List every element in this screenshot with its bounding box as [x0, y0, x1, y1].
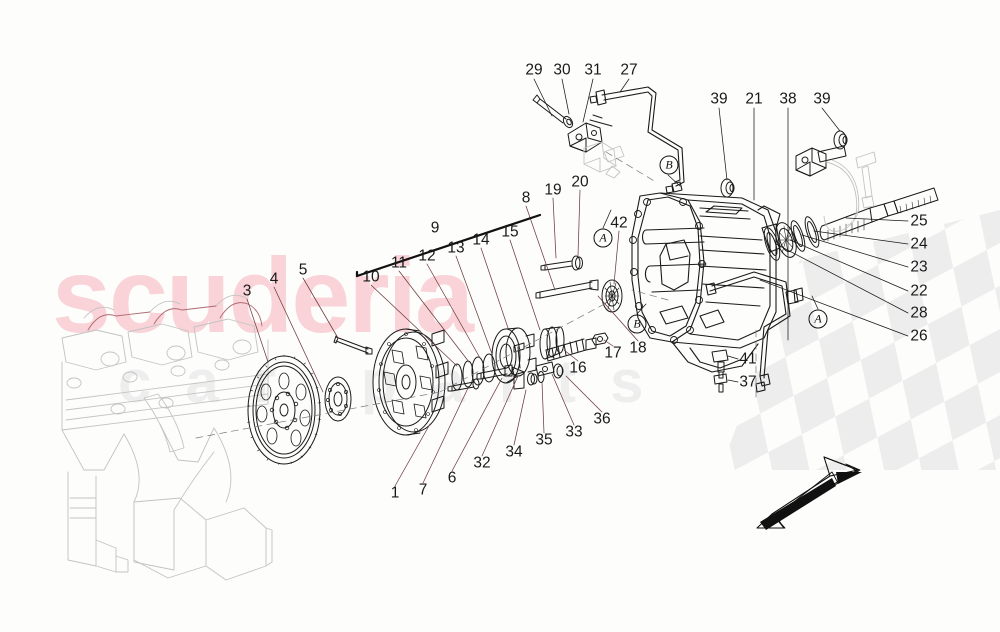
callout-number-9: 9 [430, 219, 440, 237]
engine-fuel-rails-ghost [87, 302, 263, 331]
leader-lines [246, 189, 639, 487]
callout-number-38: 38 [779, 90, 797, 108]
group-bracket-9 [355, 213, 542, 278]
callout-number-42: 42 [610, 214, 628, 232]
bushing-part-39-right [833, 130, 848, 150]
bolt-part-19 [540, 260, 573, 271]
callout-number-4: 4 [269, 270, 279, 288]
ring-part-13 [482, 353, 496, 383]
callout-number-26: 26 [910, 327, 928, 345]
forward-direction-arrow [756, 456, 862, 530]
reference-marker-a: A [808, 309, 828, 329]
flywheel-part-3 [247, 354, 321, 465]
callout-number-37: 37 [739, 373, 757, 391]
callout-number-14: 14 [472, 231, 490, 249]
flywheel-hub-part-4 [324, 376, 352, 422]
nut-part-20 [571, 255, 583, 271]
callout-number-15: 15 [501, 223, 519, 241]
callout-number-34: 34 [505, 443, 523, 461]
bolt-part-29 [532, 94, 567, 124]
callout-number-12: 12 [418, 247, 436, 265]
callout-number-13: 13 [447, 239, 465, 257]
callout-number-21: 21 [745, 90, 763, 108]
engine-block-ghost [61, 294, 273, 581]
leader-lines-dark [533, 78, 909, 383]
callout-number-24: 24 [910, 235, 928, 253]
flywheel-bolt-part-5 [333, 335, 373, 355]
sensor-part-41 [711, 349, 729, 379]
seal-part-28 [763, 227, 781, 261]
callout-number-41: 41 [739, 350, 757, 368]
callout-number-10: 10 [362, 268, 380, 286]
nut-part-17 [591, 332, 609, 346]
output-shaft-part-25 [819, 187, 939, 242]
callout-number-32: 32 [473, 454, 491, 472]
reference-marker-b: B [659, 155, 679, 175]
seal-part-23 [790, 220, 806, 252]
spring-part-16 [545, 337, 597, 362]
callout-number-5: 5 [298, 261, 308, 279]
callout-number-35: 35 [535, 431, 553, 449]
callout-number-11: 11 [390, 254, 408, 272]
lever-ghost-part [583, 141, 625, 179]
callout-number-3: 3 [242, 282, 252, 300]
callout-number-8: 8 [521, 189, 531, 207]
callout-number-22: 22 [910, 282, 928, 300]
callout-number-19: 19 [544, 181, 562, 199]
bolt-part-6 [476, 364, 513, 380]
callout-number-6: 6 [447, 469, 457, 487]
reference-marker-a: A [593, 228, 613, 248]
callout-number-20: 20 [571, 173, 589, 191]
callout-number-36: 36 [593, 410, 611, 428]
fastener-part-36 [553, 363, 564, 379]
centerlines [195, 151, 757, 439]
watermark-car-parts: car parts [118, 348, 678, 415]
ring-part-12 [471, 356, 485, 386]
callout-number-28: 28 [910, 304, 928, 322]
callout-number-33: 33 [565, 423, 583, 441]
bolt-part-7 [447, 378, 480, 392]
clutch-assembly-part-9 [372, 328, 449, 436]
callout-number-17: 17 [604, 344, 622, 362]
callout-number-18: 18 [629, 339, 647, 357]
callout-number-27: 27 [620, 61, 638, 79]
bracket-part-32 [511, 342, 525, 390]
callout-number-16: 16 [569, 359, 587, 377]
callout-number-30: 30 [553, 61, 571, 79]
fastener-part-35 [537, 371, 545, 383]
fastener-part-34 [527, 372, 538, 386]
washer-part-30 [562, 115, 574, 129]
callout-number-31: 31 [584, 61, 602, 79]
callout-number-1: 1 [390, 484, 400, 502]
actuator-rod-part-8 [535, 279, 599, 299]
callout-number-29: 29 [525, 61, 543, 79]
callout-number-23: 23 [910, 258, 928, 276]
callout-number-7: 7 [418, 481, 428, 499]
callout-number-39: 39 [710, 90, 728, 108]
callout-number-25: 25 [910, 212, 928, 230]
callout-number-39: 39 [813, 90, 831, 108]
reference-marker-b: B [627, 314, 647, 334]
plug-part-37 [713, 373, 728, 393]
hydraulic-pipe-part-27 [589, 86, 685, 194]
bracket-part-38 [795, 145, 847, 177]
